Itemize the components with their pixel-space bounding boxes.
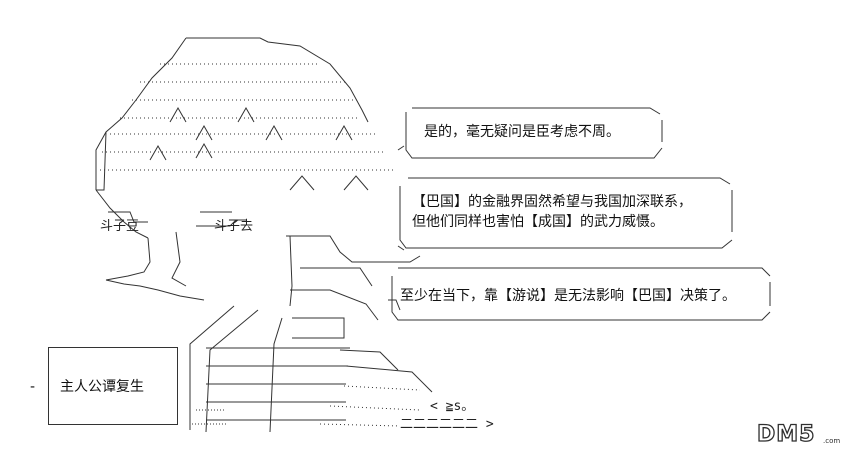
chin-line bbox=[105, 279, 205, 301]
face-right-glyphs: 斗子去 bbox=[214, 219, 253, 234]
bubble-2-bottom bbox=[399, 186, 733, 249]
bubble-2: 【巴国】的金融界固然希望与我国加深联系， 但他们同样也害怕【成国】的武力威慑。 bbox=[412, 192, 692, 232]
watermark-logo: DM5 bbox=[756, 422, 816, 447]
bubble-3-text: 至少在当下，靠【游说】是无法影响【巴国】决策了。 bbox=[400, 288, 736, 304]
bubble-2-line-2: 但他们同样也害怕【成国】的武力威慑。 bbox=[412, 214, 664, 230]
robe-right-dots-2 bbox=[329, 405, 421, 411]
shelf-glyphs: 二二二二二二 > bbox=[400, 417, 494, 432]
robe-left-1 bbox=[189, 305, 235, 430]
caption-text: 主人公谭复生 bbox=[60, 379, 144, 395]
site-watermark: DM5 .com bbox=[756, 422, 851, 451]
robe-right-1 bbox=[339, 349, 399, 371]
robe-right-dots-3 bbox=[319, 423, 401, 427]
bubble-3: 至少在当下，靠【游说】是无法影响【巴国】决策了。 bbox=[400, 286, 736, 306]
face-left-contour bbox=[95, 189, 149, 239]
collar-line-3 bbox=[290, 289, 379, 321]
hair-strand-8 bbox=[289, 175, 315, 191]
bubble-tail-2 bbox=[397, 245, 405, 251]
hair-strand-6 bbox=[149, 144, 167, 161]
robe-panel-1 bbox=[292, 317, 345, 339]
robe-left-2 bbox=[205, 309, 259, 433]
caption-box bbox=[48, 347, 178, 425]
hair-top-line bbox=[186, 37, 369, 123]
bubble-tail-3 bbox=[388, 299, 401, 311]
collar-line-2 bbox=[300, 267, 373, 287]
caption-dash: - bbox=[30, 379, 36, 395]
robe-right-2 bbox=[345, 365, 433, 393]
right-eye-line bbox=[196, 219, 246, 227]
nose-line bbox=[171, 231, 187, 287]
bubble-1: 是的，毫无疑问是臣考虑不周。 bbox=[424, 122, 620, 142]
bubble-1-text: 是的，毫无疑问是臣考虑不周。 bbox=[424, 124, 620, 140]
cheek-line bbox=[105, 237, 151, 281]
robe-left-3 bbox=[269, 317, 283, 433]
hair-side-line bbox=[96, 131, 107, 191]
bubble-tail-1 bbox=[397, 145, 405, 151]
bubble-3-bottom bbox=[391, 276, 771, 321]
bubble-2-top bbox=[408, 177, 731, 185]
hair-strand-2 bbox=[237, 106, 255, 123]
watermark-sub: .com bbox=[823, 437, 841, 445]
bubble-2-line-1: 【巴国】的金融界固然希望与我国加深联系， bbox=[412, 194, 692, 210]
hair-strand-3 bbox=[195, 124, 213, 141]
hair-strand-1 bbox=[169, 106, 187, 123]
bubble-1-bottom bbox=[405, 112, 663, 159]
hair-strand-4 bbox=[265, 124, 283, 141]
left-eye-line bbox=[108, 211, 148, 223]
robe-right-dots-1 bbox=[343, 385, 421, 391]
mouth-glyphs: < ≧s。 bbox=[430, 399, 474, 414]
hair-strand-9 bbox=[343, 175, 369, 191]
bubble-3-top bbox=[398, 267, 771, 277]
hair-strand-5 bbox=[335, 124, 353, 141]
hair-strand-7 bbox=[195, 142, 213, 159]
hair-left-line bbox=[95, 37, 187, 190]
collar-line-1 bbox=[286, 235, 421, 263]
collar-line-4 bbox=[289, 235, 293, 307]
bubble-1-top bbox=[412, 107, 661, 115]
face-left-glyphs: 斗子豆 bbox=[100, 219, 139, 234]
